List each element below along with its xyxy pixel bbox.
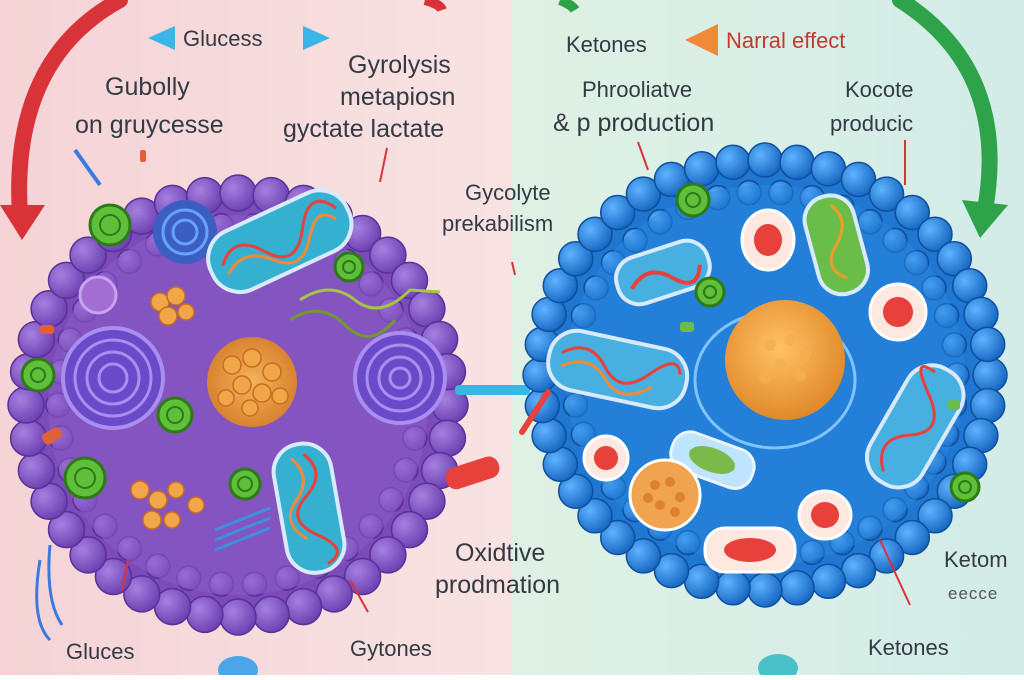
membrane-bead: [969, 387, 1006, 424]
membrane-bead: [972, 357, 1008, 393]
green-arrow-head: [962, 200, 1008, 238]
membrane-bead: [542, 267, 579, 304]
membrane-bead: [868, 176, 905, 212]
green-curved-arrow: [892, 0, 998, 218]
oxidative-line2: prodmation: [435, 571, 561, 599]
membrane-bead: [17, 451, 56, 490]
left-bottom-label: Gluces: [66, 639, 135, 664]
red-signal-capsule: [445, 456, 500, 490]
membrane-bead: [779, 144, 815, 180]
green-arrow-top-tail: [558, 0, 580, 13]
membrane-bead: [840, 161, 877, 198]
membrane-bead: [577, 216, 613, 252]
membrane-bead: [428, 419, 467, 457]
membrane-bead: [557, 473, 594, 509]
membrane-bead: [894, 194, 931, 231]
membrane-bead: [840, 552, 877, 589]
right-bottom-ketones-label: Ketones: [868, 635, 949, 660]
right-side-line2: eecce: [948, 584, 999, 603]
membrane-bead: [683, 150, 720, 187]
membrane-bead: [715, 144, 751, 180]
membrane-bead: [917, 498, 953, 534]
membrane-bead: [894, 519, 931, 556]
right-mid-line1: Phrooliatve: [582, 77, 693, 102]
membrane-bead: [123, 575, 161, 613]
glucose-top-label: Glucess: [183, 26, 263, 51]
membrane-bead: [963, 296, 999, 333]
membrane-bead: [969, 326, 1006, 363]
membrane-bead: [219, 598, 257, 636]
right-side-line1: Ketom: [944, 547, 1008, 572]
membrane-bead: [408, 482, 446, 520]
red-arrow-top-tail: [423, 0, 447, 13]
right-far-line1: Kocote: [845, 77, 914, 102]
red-curved-arrow: [11, 0, 128, 223]
center-top-line3: gyctate lactate: [283, 115, 445, 143]
red-arrow-head: [0, 205, 45, 240]
center-top-line2: metapiosn: [340, 83, 456, 111]
cyan-right-arrowhead: [303, 26, 330, 50]
cyan-left-arrowhead: [148, 26, 175, 50]
membrane-bead: [186, 595, 224, 634]
membrane-bead: [369, 236, 407, 274]
membrane-bead: [557, 241, 594, 277]
normal-effect-label: Narral effect: [726, 28, 846, 53]
center-mid-line1: Gycolyte: [465, 180, 551, 205]
membrane-bead: [747, 142, 783, 178]
membrane-bead: [936, 241, 973, 277]
cell-connector-bar: [455, 385, 530, 395]
center-top-line1: Gyrolysis: [348, 51, 451, 79]
membrane-bead: [653, 552, 690, 589]
membrane-bead: [625, 176, 662, 212]
center-bottom-label: Gytones: [350, 636, 432, 661]
membrane-bead: [577, 498, 613, 534]
right-far-line2: producic: [830, 111, 914, 136]
membrane-bead: [599, 519, 636, 556]
membrane-bead: [747, 572, 783, 608]
left-header-line1: Gubolly: [105, 73, 190, 101]
left-header-line2: on gruycesse: [75, 111, 224, 139]
membrane-bead: [390, 510, 429, 549]
membrane-bead: [531, 417, 567, 454]
membrane-bead: [47, 510, 86, 549]
membrane-bead: [284, 587, 323, 626]
orange-left-arrowhead: [685, 24, 718, 56]
right-mid-line2: & p production: [553, 109, 715, 137]
membrane-bead: [779, 570, 815, 606]
membrane-bead: [625, 538, 662, 574]
membrane-bead: [69, 236, 107, 274]
left-cell-organelles: [20, 150, 447, 575]
center-mid-line2: prekabilism: [442, 211, 554, 236]
membrane-bead: [810, 150, 847, 187]
membrane-bead: [47, 261, 86, 300]
membrane-bead: [599, 194, 636, 231]
oxidative-line1: Oxidtive: [455, 539, 546, 567]
ketones-top-label: Ketones: [566, 32, 647, 57]
membrane-bead: [9, 419, 48, 457]
membrane-bead: [219, 174, 257, 212]
membrane-bead: [369, 536, 407, 574]
right-cell-organelles: [546, 182, 981, 574]
membrane-bead: [252, 595, 290, 634]
membrane-bead: [715, 570, 751, 606]
membrane-bead: [810, 563, 847, 600]
membrane-bead: [69, 536, 107, 574]
membrane-bead: [917, 216, 953, 252]
